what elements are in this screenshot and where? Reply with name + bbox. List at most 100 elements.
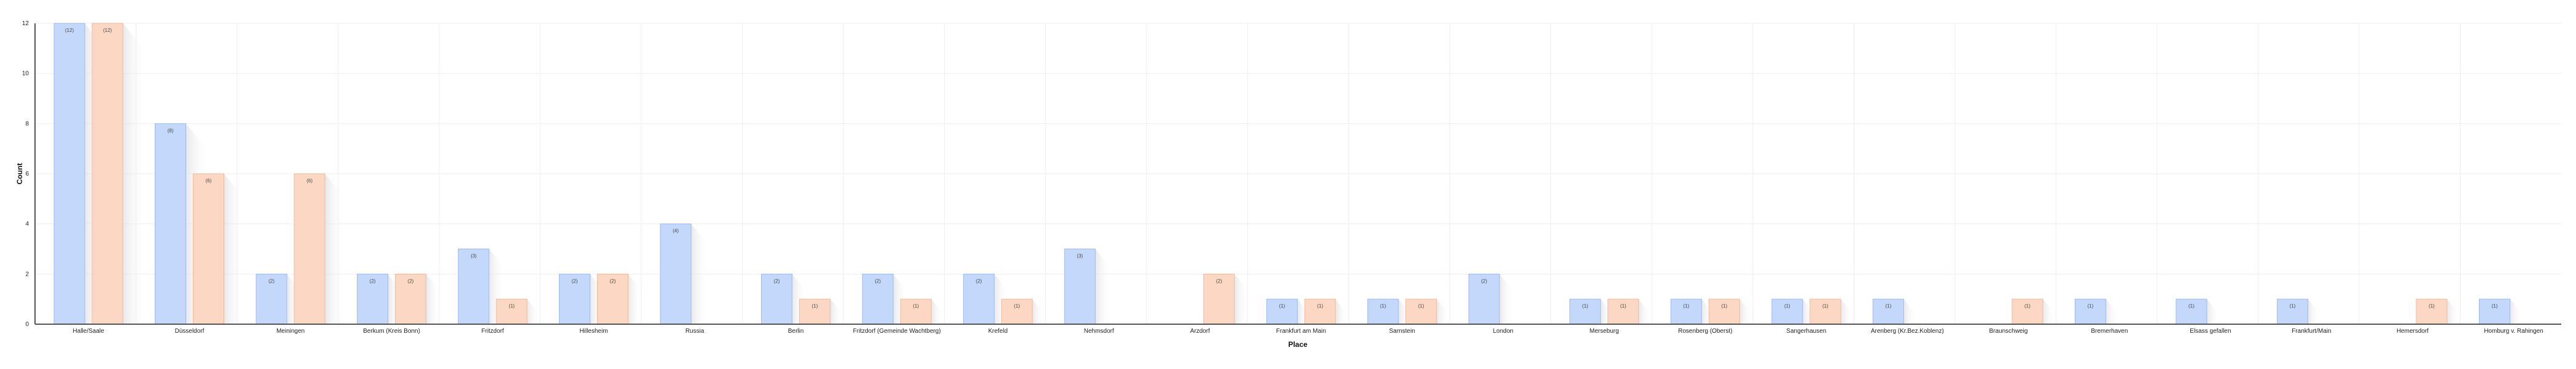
- bar-series-2: [1405, 298, 1437, 325]
- bar-shadow: [830, 299, 843, 324]
- bar-shadow: [1032, 299, 1045, 324]
- bar-value-label: (1): [1822, 303, 1829, 309]
- bar-series-1: [2074, 298, 2106, 325]
- bar-value-label: (1): [913, 303, 919, 309]
- bar-shadow: [931, 299, 944, 324]
- x-tick-label: Berkum (Kreis Bonn): [363, 328, 420, 335]
- bar-shadow: [1903, 299, 1916, 324]
- bar-shadow: [1335, 299, 1348, 324]
- bar-series-1: [256, 273, 287, 325]
- bar-value-label: (3): [1077, 254, 1083, 259]
- x-tick-label: Braunschweig: [1989, 328, 2028, 335]
- x-tick-label: Fritzdorf (Gemeinde Wachtberg): [853, 328, 941, 335]
- x-tick-label: Arenberg (Kr.Bez.Koblenz): [1871, 328, 1944, 335]
- x-tick-label: Sangerhausen: [1786, 328, 1826, 335]
- bar-series-1: [660, 223, 692, 325]
- x-tick-label: Homburg v. Rahingen: [2484, 328, 2543, 335]
- bar-shadow: [1840, 299, 1854, 324]
- x-tick-label: Fritzdorf: [482, 328, 504, 335]
- bar-value-label: (1): [1885, 303, 1891, 309]
- x-tick-label: Hemersdorf: [2397, 328, 2429, 335]
- x-axis-title: Place: [1288, 340, 1308, 349]
- bar-series-2: [1809, 298, 1841, 325]
- bar-series-2: [597, 273, 629, 325]
- bar-value-label: (1): [1014, 303, 1020, 309]
- bar-series-2: [496, 298, 528, 325]
- bar-shadow: [2042, 299, 2056, 324]
- bar-shadow: [224, 174, 244, 324]
- bar-shadow: [2510, 299, 2523, 324]
- bar-series-1: [458, 249, 490, 325]
- bar-value-label: (3): [470, 254, 477, 259]
- bar-value-label: (1): [2024, 303, 2031, 309]
- bar-value-label: (1): [1784, 303, 1790, 309]
- x-tick-label: Arzdorf: [1190, 328, 1210, 335]
- x-tick-label: Nehmsdorf: [1084, 328, 1114, 335]
- y-tick-label: 8: [25, 120, 29, 127]
- bar-series-2: [2416, 298, 2448, 325]
- bar-series-1: [1771, 298, 1803, 325]
- bar-series-1: [357, 273, 389, 325]
- bar-value-label: (1): [1582, 303, 1588, 309]
- bar-value-label: (1): [1279, 303, 1285, 309]
- bar-value-label: (2): [774, 278, 780, 284]
- bar-value-label: (1): [2429, 303, 2435, 309]
- bar-series-2: [92, 23, 123, 325]
- bar-shadow: [1234, 274, 1249, 324]
- bar-value-label: (1): [1418, 303, 1424, 309]
- bar-series-2: [1203, 273, 1235, 325]
- bar-value-label: (1): [1317, 303, 1323, 309]
- bar-value-label: (1): [1683, 303, 1689, 309]
- bar-series-1: [2176, 298, 2207, 325]
- bar-series-2: [1304, 298, 1336, 325]
- bar-series-2: [1001, 298, 1033, 325]
- bar-series-1: [559, 273, 591, 325]
- bar-shadow: [2446, 299, 2460, 324]
- x-tick-label: Rosenberg (Oberst): [1678, 328, 1732, 335]
- bar-value-label: (1): [2492, 303, 2498, 309]
- bar-series-2: [900, 298, 932, 325]
- bar-shadow: [527, 299, 540, 324]
- bar-series-2: [294, 173, 326, 325]
- grid-layer: [35, 23, 2561, 325]
- y-tick-label: 4: [25, 221, 29, 228]
- x-tick-label: Meiningen: [276, 328, 305, 335]
- bar-series-1: [1468, 273, 1500, 325]
- bar-value-label: (6): [306, 178, 313, 184]
- bar-value-label: (8): [168, 128, 174, 133]
- y-tick-label: 2: [25, 271, 29, 278]
- label-layer: 024681012(12)(12)Halle/Saale(8)(6)Düssel…: [22, 20, 2543, 335]
- x-tick-label: Sarnstein: [1389, 328, 1415, 335]
- x-tick-label: Frankfurt am Main: [1276, 328, 1326, 335]
- bar-value-label: (1): [812, 303, 818, 309]
- bar-shadow: [426, 274, 440, 324]
- bar-series-1: [53, 23, 85, 325]
- bar-series-1: [2478, 298, 2510, 325]
- bar-shadow: [2106, 299, 2118, 324]
- bar-value-label: (1): [1620, 303, 1626, 309]
- bar-layer: [53, 23, 2510, 325]
- bar-series-1: [963, 273, 995, 325]
- y-tick-label: 10: [22, 71, 29, 77]
- bar-shadow: [123, 23, 146, 324]
- y-tick-label: 0: [25, 321, 29, 328]
- bar-series-2: [799, 298, 831, 325]
- bar-value-label: (2): [1481, 278, 1487, 284]
- bar-value-label: (1): [1721, 303, 1727, 309]
- bar-value-label: (6): [206, 178, 212, 184]
- y-tick-label: 6: [25, 171, 29, 177]
- bar-value-label: (1): [2188, 303, 2195, 309]
- x-tick-label: Krefeld: [988, 328, 1008, 335]
- x-tick-label: Frankfurt/Main: [2292, 328, 2331, 335]
- bar-series-1: [1670, 298, 1702, 325]
- bar-value-label: (1): [2290, 303, 2296, 309]
- x-tick-label: London: [1493, 328, 1513, 335]
- bar-shadow: [1499, 274, 1514, 324]
- bar-series-1: [1266, 298, 1298, 325]
- bar-series-1: [155, 123, 187, 325]
- bar-value-label: (2): [1216, 278, 1222, 284]
- x-tick-label: Halle/Saale: [72, 328, 104, 335]
- axis-layer: Place Count: [15, 23, 2561, 349]
